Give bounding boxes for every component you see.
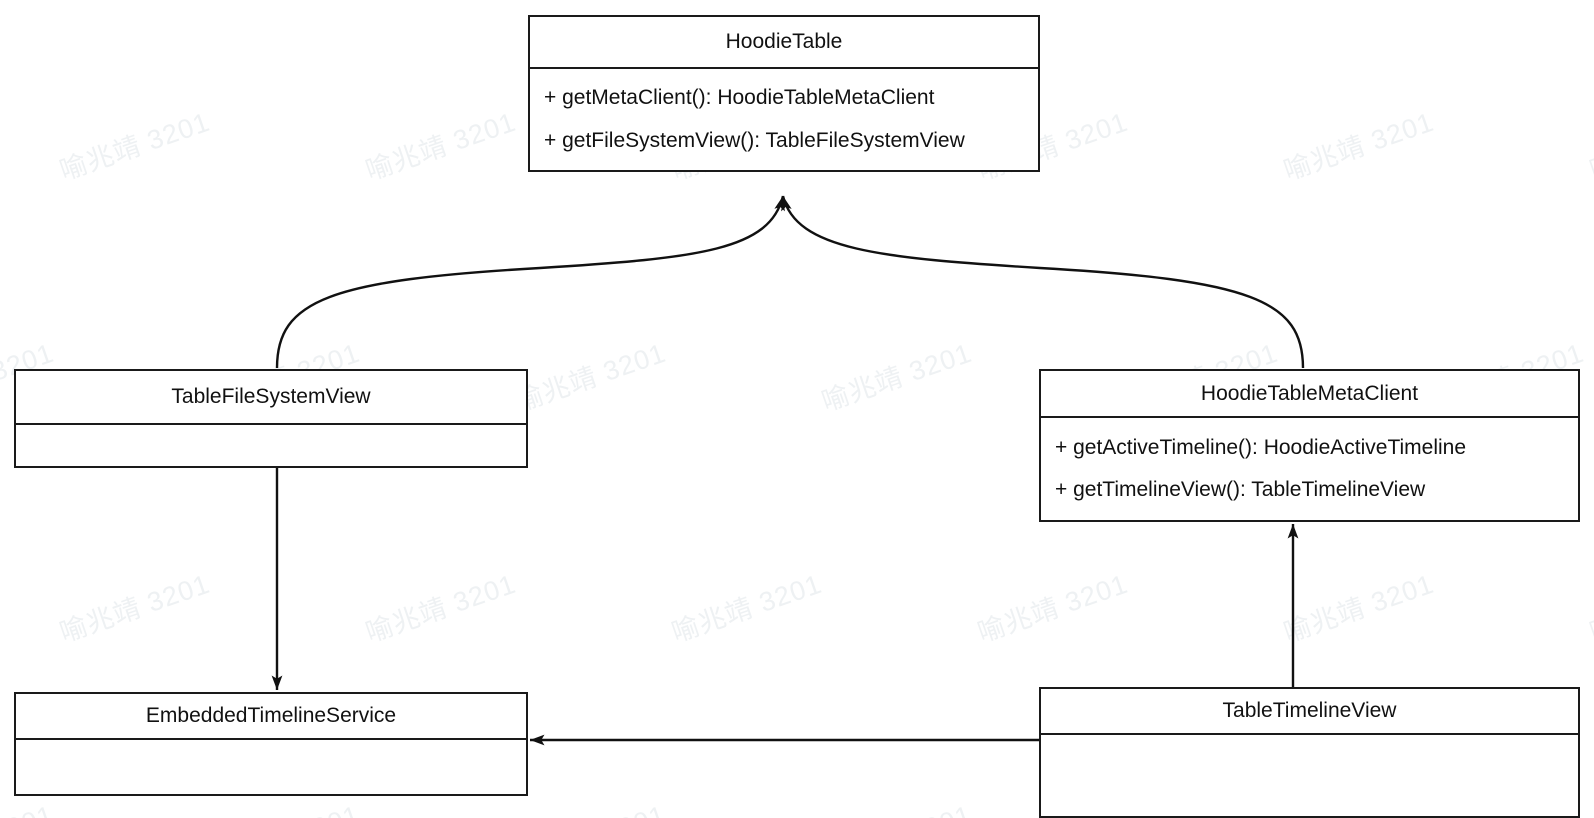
watermark-text: 喻兆靖 3201 [511, 337, 670, 418]
class-box-table-file-system-view[interactable]: TableFileSystemView [14, 369, 528, 468]
class-title: TableFileSystemView [16, 371, 526, 425]
watermark-text: 喻兆靖 3201 [0, 793, 58, 818]
edge-metaclient-to-hoodietable [781, 195, 1305, 369]
class-member: + getTimelineView(): TableTimelineView [1055, 478, 1426, 501]
class-box-hoodie-table-meta-client[interactable]: HoodieTableMetaClient + getActiveTimelin… [1039, 369, 1580, 522]
watermark-text: 喻兆靖 3201 [55, 106, 214, 187]
watermark-text: 喻兆靖 3201 [361, 568, 520, 649]
watermark-text: 喻兆靖 3201 [816, 793, 977, 818]
class-members: + getMetaClient(): HoodieTableMetaClient… [530, 69, 1038, 170]
class-members [16, 740, 526, 794]
edge-fsview-to-hoodietable [275, 195, 785, 369]
watermark-text: 喻兆靖 3201 [1585, 569, 1594, 649]
watermark-text: 喻兆靖 3201 [361, 106, 520, 187]
class-title: TableTimelineView [1041, 689, 1578, 735]
watermark-text: 喻兆靖 3201 [55, 568, 214, 649]
class-title: HoodieTableMetaClient [1041, 371, 1578, 418]
class-title: HoodieTable [530, 17, 1038, 69]
class-box-embedded-timeline-service[interactable]: EmbeddedTimelineService [14, 692, 528, 796]
watermark-text: 喻兆靖 3201 [667, 568, 826, 649]
class-title: EmbeddedTimelineService [16, 694, 526, 740]
watermark-text: 喻兆靖 3201 [973, 568, 1132, 649]
watermark-text: 喻兆靖 3201 [1585, 107, 1594, 187]
class-box-table-timeline-view[interactable]: TableTimelineView [1039, 687, 1580, 818]
watermark-text: 喻兆靖 3201 [510, 793, 671, 818]
class-members [16, 425, 526, 466]
class-member: + getActiveTimeline(): HoodieActiveTimel… [1055, 435, 1467, 459]
class-member: + getMetaClient(): HoodieTableMetaClient [544, 86, 935, 110]
class-members: + getActiveTimeline(): HoodieActiveTimel… [1041, 418, 1578, 520]
class-members [1041, 735, 1578, 816]
class-box-hoodie-table[interactable]: HoodieTable + getMetaClient(): HoodieTab… [528, 15, 1040, 172]
watermark-text: 喻兆靖 3201 [204, 793, 365, 818]
class-member: + getFileSystemView(): TableFileSystemVi… [544, 128, 965, 152]
watermark-text: 喻兆靖 3201 [1279, 568, 1438, 649]
watermark-text: 喻兆靖 3201 [817, 337, 976, 418]
watermark-text: 喻兆靖 3201 [1279, 106, 1438, 187]
